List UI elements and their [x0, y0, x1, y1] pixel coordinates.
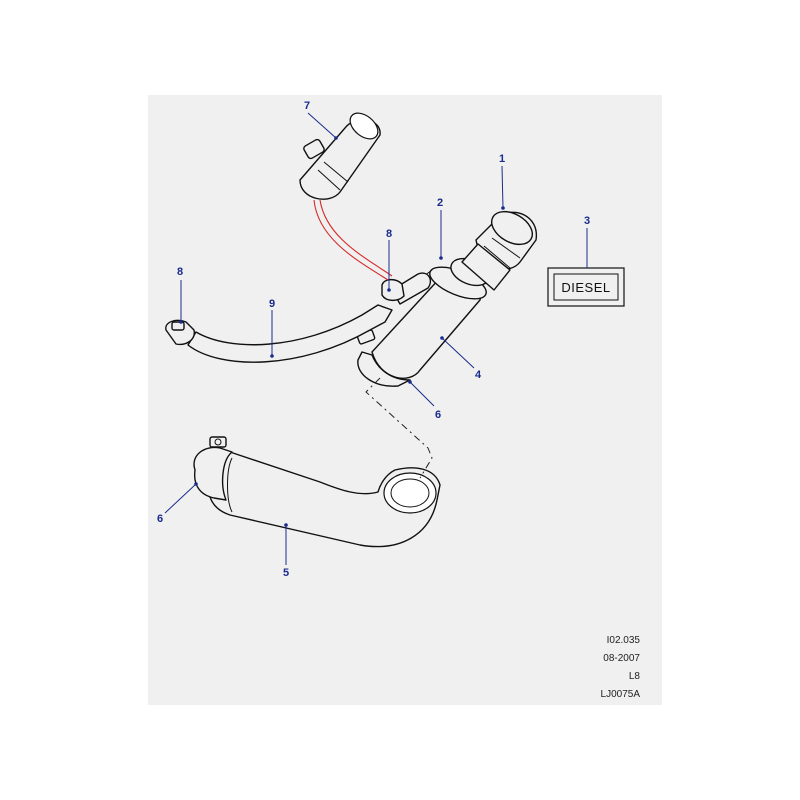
part-vent-valve [299, 112, 381, 200]
part-filler-cap [461, 210, 537, 291]
part-diesel-label: DIESEL [547, 267, 625, 307]
callout-numbers: 1 2 3 4 5 6 6 7 8 8 9 [157, 100, 590, 579]
callout-6-upper: 6 [435, 409, 441, 421]
part-hose-clamp-lower [193, 436, 233, 501]
part-breather-hose [187, 304, 393, 363]
callout-8-right: 8 [386, 228, 392, 240]
callout-5: 5 [283, 567, 289, 579]
callout-3: 3 [584, 215, 590, 227]
callout-8-left: 8 [177, 266, 183, 278]
part-clip-left [165, 319, 195, 346]
diesel-label-text: DIESEL [561, 280, 610, 295]
drawing-model: L8 [628, 671, 640, 682]
assembly-chain-line [365, 377, 433, 479]
red-wire [313, 199, 389, 281]
diagram-background [148, 95, 662, 705]
callout-1: 1 [499, 153, 505, 165]
callout-4: 4 [475, 369, 482, 381]
callout-9: 9 [269, 298, 275, 310]
part-filler-neck [371, 257, 490, 379]
drawing-date: 08-2007 [603, 653, 640, 664]
part-filler-hose [206, 451, 441, 548]
callout-2: 2 [437, 197, 443, 209]
callout-7: 7 [304, 100, 310, 112]
callout-6-lower: 6 [157, 513, 163, 525]
drawing-ref: I02.035 [606, 635, 640, 646]
red-wire-2 [319, 199, 393, 277]
part-clip-right [381, 278, 405, 302]
leader-lines [164, 112, 588, 565]
drawing-code: LJ0075A [600, 689, 640, 700]
